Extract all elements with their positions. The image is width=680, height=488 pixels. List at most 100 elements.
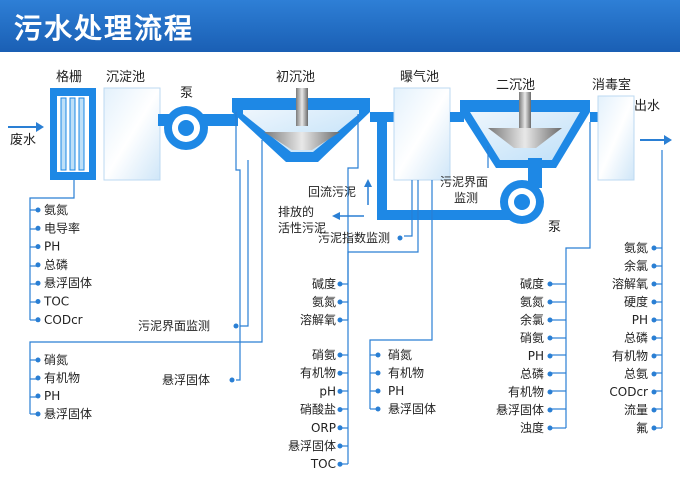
secondary_out-item-2: 余氯	[520, 312, 544, 327]
outlet-item-8: CODcr	[609, 385, 648, 399]
aeration_b-item-3: 硝酸盐	[300, 402, 336, 417]
aeration_b-dot-4	[337, 425, 343, 431]
outlet-dot-3	[651, 299, 657, 305]
inlet_b-item-3: 悬浮固体	[44, 407, 92, 421]
inlet_a-dot-2	[35, 244, 41, 250]
aeration_a-dot-0	[337, 281, 343, 287]
suspended-solids-label: 悬浮固体	[162, 373, 210, 387]
sludge-interface-monitor-label: 污泥界面监测	[138, 319, 210, 333]
aeration_c-dot-1	[375, 370, 381, 376]
inlet_a-item-3: 总磷	[44, 257, 68, 272]
inlet_a-item-4: 悬浮固体	[44, 276, 92, 290]
inlet_a-dot-0	[35, 207, 41, 213]
secondary_out-item-7: 悬浮固体	[496, 403, 544, 417]
aeration_b-dot-0	[337, 352, 343, 358]
inlet_b-item-2: PH	[44, 389, 60, 403]
aeration_a-dot-1	[337, 299, 343, 305]
sensor-lists: 氨氮电导率PH总磷悬浮固体TOCCODcr硝氮有机物PH悬浮固体碱度氨氮溶解氧硝…	[35, 202, 657, 471]
suspended-solids-dot	[229, 377, 235, 383]
secondary_out-item-6: 有机物	[508, 385, 544, 399]
outlet-dot-8	[651, 389, 657, 395]
inlet_a-item-6: CODcr	[44, 313, 83, 327]
aeration_c-item-1: 有机物	[388, 366, 424, 380]
secondary_out-dot-2	[547, 317, 553, 323]
aeration_a-item-1: 氨氮	[312, 294, 336, 309]
pump1-label: 泵	[180, 86, 193, 101]
outlet-item-9: 流量	[624, 403, 648, 417]
aeration_b-dot-1	[337, 370, 343, 376]
aeration_c-dot-0	[375, 352, 381, 358]
grille-label: 格栅	[56, 69, 82, 85]
inlet_a-item-0: 氨氮	[44, 202, 68, 217]
aeration_b-item-1: 有机物	[300, 366, 336, 380]
pump-1	[158, 106, 238, 150]
outlet-dot-2	[651, 281, 657, 287]
secondary_out-dot-1	[547, 299, 553, 305]
process-diagram: 废水 格栅 沉淀池 泵 初沉池 曝气池 二沉池 消毒室 出水	[8, 69, 672, 471]
inlet_a-dot-6	[35, 317, 41, 323]
inlet_a-dot-1	[35, 225, 41, 231]
outlet-dot-4	[651, 317, 657, 323]
outlet-item-4: PH	[632, 313, 648, 327]
disinfection-label: 消毒室	[592, 77, 631, 93]
outlet-item-6: 有机物	[612, 349, 648, 363]
aeration_c-dot-3	[375, 406, 381, 412]
inlet_b-dot-1	[35, 375, 41, 381]
inlet_a-item-5: TOC	[43, 295, 69, 309]
grille	[50, 88, 96, 180]
secondary_out-dot-7	[547, 407, 553, 413]
aeration_b-dot-5	[337, 443, 343, 449]
aeration_a-item-2: 溶解氧	[300, 312, 336, 327]
sludge-interface-label-2: 监测	[454, 191, 478, 205]
outlet-dot-1	[651, 263, 657, 269]
secondary_out-dot-4	[547, 353, 553, 359]
aeration_a-item-0: 碱度	[312, 276, 336, 291]
aeration_c-item-2: PH	[388, 384, 404, 398]
secondary_out-item-5: 总磷	[520, 366, 544, 381]
inlet_b-item-1: 有机物	[44, 371, 80, 385]
aeration_b-item-4: ORP	[311, 421, 336, 435]
aeration_c-dot-2	[375, 388, 381, 394]
inlet_b-dot-0	[35, 357, 41, 363]
grit-chamber-label: 沉淀池	[106, 70, 145, 85]
outlet-item-2: 溶解氧	[612, 276, 648, 291]
outlet-item-3: 硬度	[624, 294, 648, 309]
outlet-item-5: 总磷	[624, 330, 648, 345]
outlet-dot-6	[651, 353, 657, 359]
secondary_out-item-4: PH	[528, 349, 544, 363]
sludge-interface-monitor-dot	[233, 323, 239, 329]
outlet-dot-7	[651, 371, 657, 377]
secondary_out-item-0: 碱度	[520, 276, 544, 291]
inlet-arrow	[8, 122, 44, 132]
inlet-label: 废水	[10, 132, 36, 148]
aeration_b-item-5: 悬浮固体	[288, 439, 336, 453]
page-title: 污水处理流程	[14, 12, 195, 45]
aeration_b-item-0: 硝氨	[312, 348, 336, 362]
return-sludge-arrow	[332, 179, 372, 220]
sludge-return-loop	[377, 122, 542, 220]
secondary_out-item-8: 浊度	[520, 420, 544, 435]
outlet-dot-5	[651, 335, 657, 341]
secondary_out-dot-8	[547, 425, 553, 431]
secondary_out-dot-5	[547, 371, 553, 377]
disinfection-room	[597, 95, 635, 181]
outlet-dot-9	[651, 407, 657, 413]
secondary_out-dot-6	[547, 389, 553, 395]
aeration_a-dot-2	[337, 317, 343, 323]
aeration-tank	[393, 87, 451, 181]
inlet_a-item-2: PH	[44, 240, 60, 254]
discharge-sludge-label-1: 排放的	[278, 204, 314, 219]
outlet-dot-0	[651, 245, 657, 251]
secondary_out-dot-0	[547, 281, 553, 287]
pump-2	[500, 180, 544, 224]
outlet-arrow	[640, 135, 672, 145]
outlet-item-7: 总氨	[624, 367, 648, 381]
return-sludge-label: 回流污泥	[308, 185, 356, 199]
outlet-label: 出水	[634, 99, 660, 114]
inlet_b-dot-2	[35, 393, 41, 399]
secondary_out-item-3: 硝氨	[520, 331, 544, 345]
sludge-index-dot	[397, 235, 403, 241]
inlet_a-item-1: 电导率	[44, 220, 80, 235]
aeration_b-item-6: TOC	[310, 457, 336, 471]
sludge-index-label: 污泥指数监测	[318, 230, 390, 245]
